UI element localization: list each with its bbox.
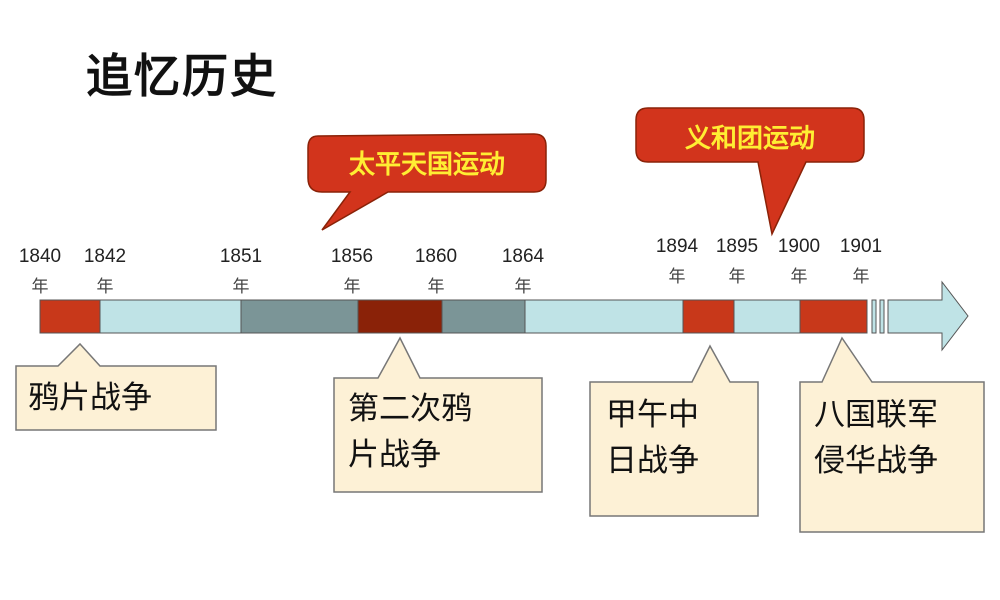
year-label-1895: 1895 年 (715, 236, 759, 287)
timeline-break-mark (879, 299, 885, 334)
segment-1895-1900 (733, 299, 801, 334)
year-label-1856: 1856 年 (330, 246, 374, 297)
boxer-callout-label: 义和团运动 (684, 124, 815, 154)
timeline-arrow (887, 280, 969, 352)
segment-1894-1895 (682, 299, 735, 334)
year-label-1901: 1901 年 (839, 236, 883, 287)
segment-1864-1894 (524, 299, 684, 334)
opium-war-note (15, 342, 217, 431)
year-label-1840: 1840 年 (18, 246, 62, 297)
year-label-1900: 1900 年 (777, 236, 821, 287)
year-label-1864: 1864 年 (501, 246, 545, 297)
eight-nation-war-note (799, 336, 985, 533)
year-label-1894: 1894 年 (655, 236, 699, 287)
sino-japanese-war-label: 甲午中 日战争 (606, 397, 699, 479)
taiping-callout (307, 133, 547, 231)
segment-1856-1860 (357, 299, 443, 334)
page-title: 追忆历史 (86, 49, 278, 103)
segment-1900-1901 (799, 299, 868, 334)
segment-1851-1856 (240, 299, 359, 334)
timeline-break-mark (871, 299, 877, 334)
segment-1860-1864 (441, 299, 526, 334)
second-opium-war-note (333, 336, 543, 493)
boxer-callout (635, 107, 865, 237)
year-label-1860: 1860 年 (414, 246, 458, 297)
year-label-1851: 1851 年 (219, 246, 263, 297)
segment-1842-1851 (99, 299, 242, 334)
eight-nation-war-label: 八国联军 侵华战争 (814, 397, 938, 479)
sino-japanese-war-note (589, 344, 759, 517)
year-label-1842: 1842 年 (83, 246, 127, 297)
taiping-callout-label: 太平天国运动 (348, 150, 505, 180)
second-opium-war-label: 第二次鸦 片战争 (348, 391, 472, 473)
opium-war-label: 鸦片战争 (28, 380, 152, 416)
segment-1840-1842 (39, 299, 101, 334)
